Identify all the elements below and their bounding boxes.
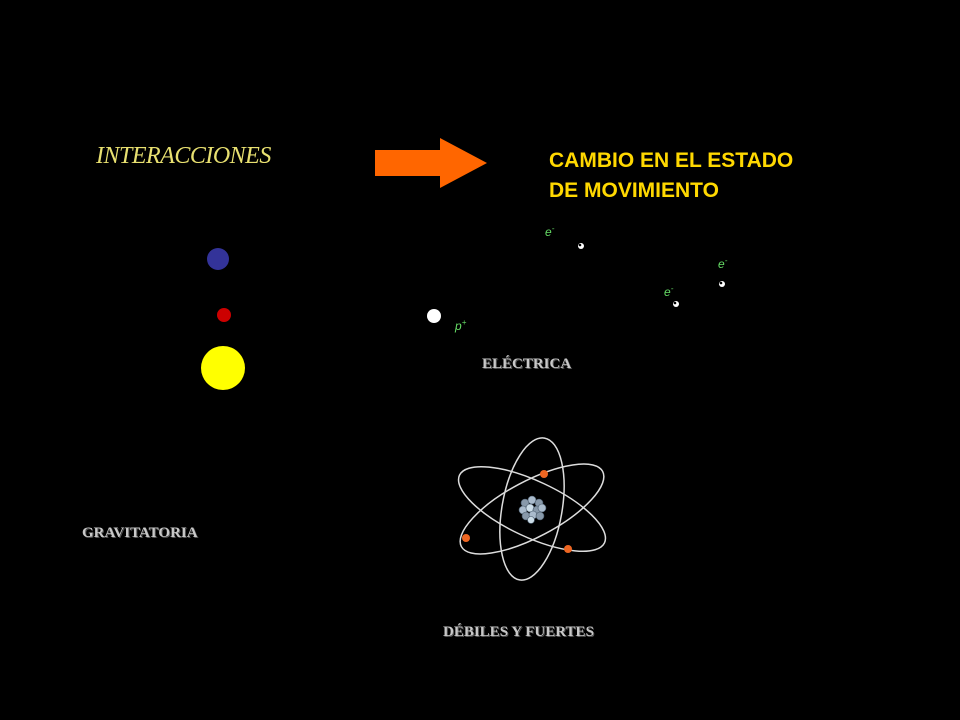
atom-nucleus [518,495,547,524]
gravity-planet-small [217,308,231,322]
atom-orbit-3 [459,463,605,555]
electron-label-2: e- [718,256,727,271]
electron-particle-2 [719,281,725,287]
electron-label-1: e- [545,224,554,239]
title-cambio-movimiento: CAMBIO EN EL ESTADO DE MOVIMIENTO [549,146,793,206]
proton-symbol: p [455,319,462,333]
label-debiles-fuertes: DÉBILES Y FUERTES [443,624,594,640]
atom-orbit-1 [499,437,565,581]
electron-charge: - [670,284,674,293]
electron-charge: - [724,256,728,265]
title-cambio-line2: DE MOVIMIENTO [549,179,719,202]
atom-orbit-2 [457,465,607,553]
arrow-right-icon [375,138,487,188]
gravity-sun [201,346,245,390]
label-electrica: ELÉCTRICA [482,356,572,372]
electron-particle-1 [578,243,584,249]
electron-symbol: e [664,285,671,299]
electron-particle-3 [673,301,679,307]
electron-charge: - [551,224,555,233]
title-interacciones: INTERACCIONES [96,143,271,169]
proton-charge: + [461,318,467,327]
proton-particle [427,309,441,323]
electron-label-3: e- [664,284,673,299]
electron-symbol: e [545,225,552,239]
atom-electron-2 [462,534,470,542]
electron-symbol: e [718,257,725,271]
atom-icon [457,437,607,581]
proton-label: p+ [455,318,466,333]
atom-electron-1 [540,470,548,478]
gravity-planet-large [207,248,229,270]
label-gravitatoria: GRAVITATORIA [82,525,198,541]
atom-electron-3 [564,545,572,553]
title-cambio-line1: CAMBIO EN EL ESTADO [549,149,794,172]
